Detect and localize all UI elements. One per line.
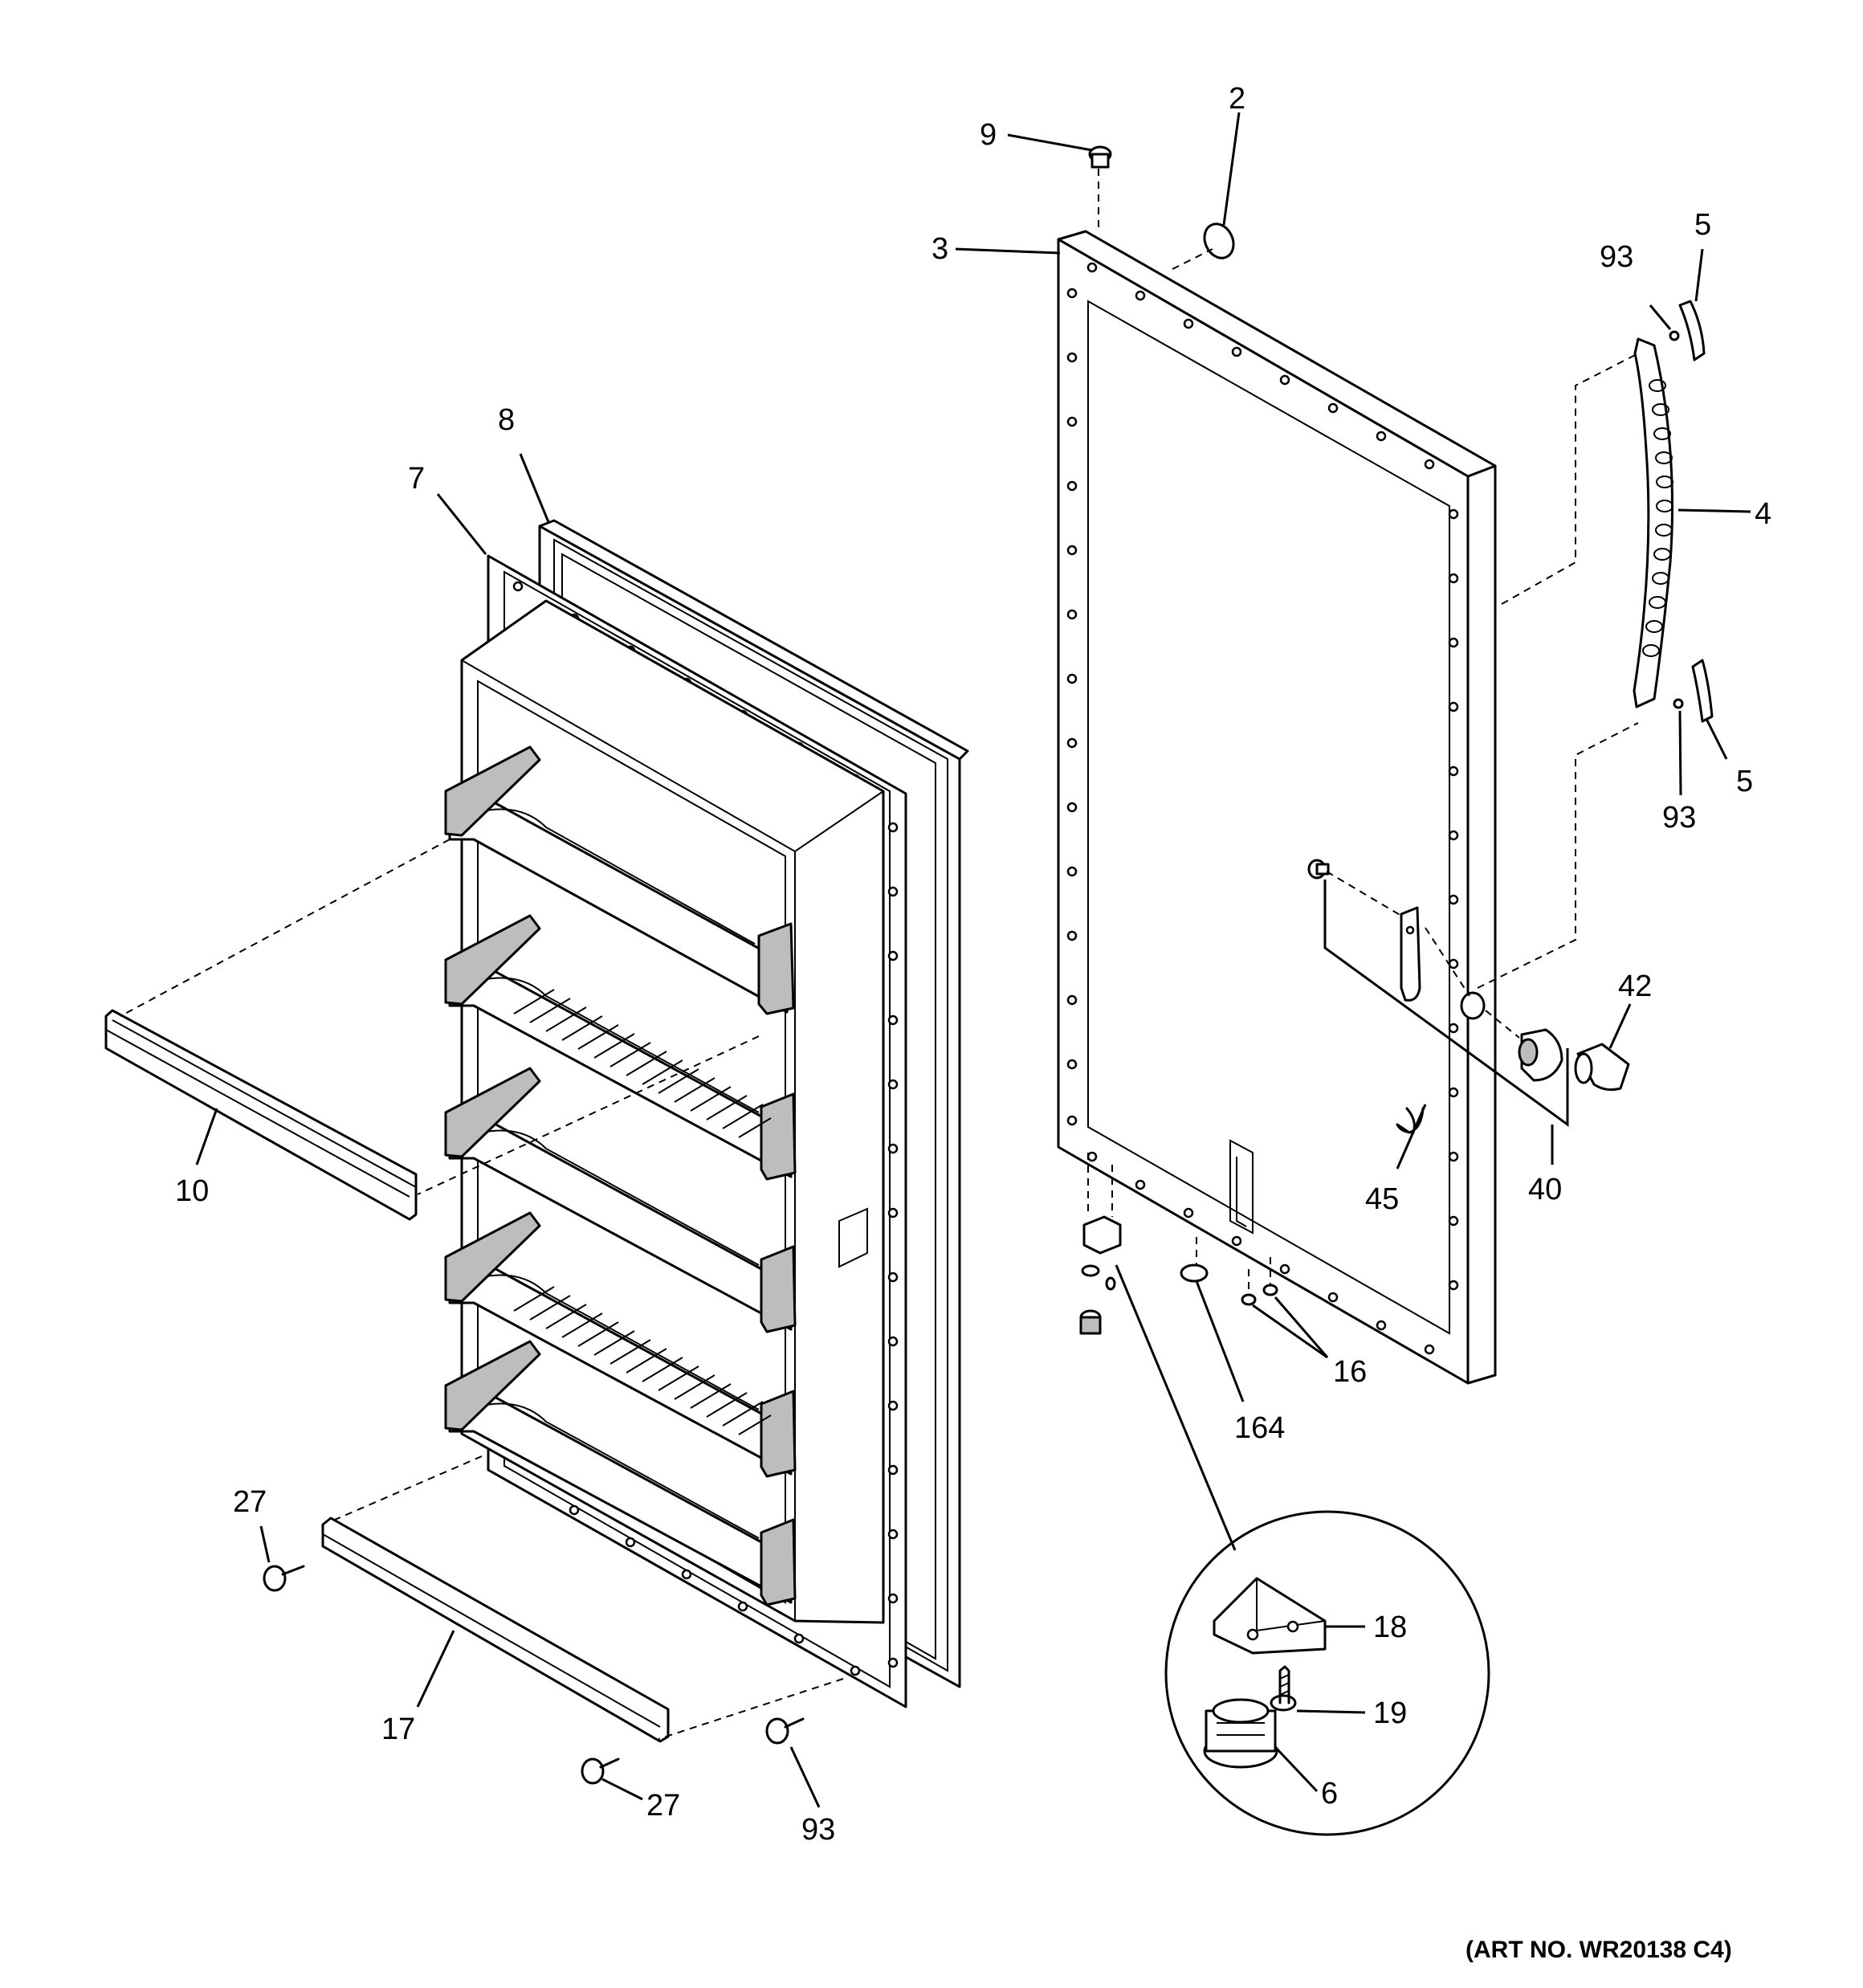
shelf-rail-top — [104, 1009, 418, 1221]
callout-93-left: 93 — [801, 1813, 835, 1847]
art-number: (ART NO. WR20138 C4) — [1466, 1937, 1732, 1963]
rail-screw-left — [263, 1565, 305, 1592]
door-shelf-3 — [444, 1067, 797, 1333]
callout-17: 17 — [381, 1712, 415, 1746]
callout-18: 18 — [1373, 1610, 1407, 1644]
callout-5-bottom: 5 — [1736, 765, 1753, 798]
callout-9: 9 — [980, 118, 997, 152]
callout-42: 42 — [1618, 970, 1652, 1003]
hinge-shim — [1180, 1263, 1209, 1283]
hinge-detail-inset — [1164, 1510, 1490, 1836]
gasket-screw — [765, 1717, 805, 1745]
washers — [1241, 1284, 1278, 1306]
leader-lines — [195, 112, 1751, 1808]
outer-door-panel — [1057, 230, 1497, 1385]
handle-screw-top — [1669, 330, 1680, 341]
assembly-dashed-lines — [120, 169, 1639, 1740]
panel-screw-holes — [1066, 262, 1459, 1355]
door-shelf-2 — [444, 914, 797, 1181]
door-shelf-1 — [444, 745, 795, 1015]
handle-end-cap-top — [1678, 300, 1706, 361]
lock-assembly — [1307, 859, 1563, 1082]
rail-screw-right — [581, 1757, 620, 1785]
hinge-pin-bushing — [1203, 1698, 1278, 1769]
callout-10: 10 — [175, 1174, 209, 1208]
callout-8: 8 — [498, 403, 515, 437]
callout-93-top: 93 — [1600, 240, 1633, 274]
shelf-rail-bottom — [321, 1517, 670, 1743]
door-shelf-5 — [444, 1340, 797, 1606]
hinge-bracket — [1213, 1577, 1327, 1655]
callout-labels: 2 3 4 5 5 93 93 9 8 7 10 17 27 27 93 164… — [175, 82, 1771, 1847]
hole-plug — [1203, 222, 1235, 259]
callout-164: 164 — [1234, 1411, 1285, 1445]
shelf-ribs-2 — [513, 989, 772, 1138]
callout-16: 16 — [1333, 1355, 1367, 1389]
hinge-screw — [1270, 1665, 1297, 1712]
lock-key — [1574, 1043, 1630, 1092]
callout-7: 7 — [408, 462, 425, 496]
callout-45: 45 — [1365, 1182, 1399, 1216]
inner-door-liner — [444, 599, 885, 1624]
door-handle — [1633, 337, 1673, 708]
handle-screw-bottom — [1673, 698, 1684, 709]
callout-6: 6 — [1321, 1777, 1338, 1810]
callout-93-bottom: 93 — [1662, 801, 1696, 835]
handle-end-cap-bottom — [1691, 659, 1714, 723]
callout-5-top: 5 — [1694, 208, 1711, 242]
callout-27-right: 27 — [646, 1789, 680, 1823]
callout-2: 2 — [1229, 82, 1245, 116]
door-shelf-4 — [444, 1211, 797, 1478]
handle-grip-ridges — [1642, 379, 1673, 657]
callout-40: 40 — [1528, 1173, 1562, 1206]
callout-3: 3 — [932, 232, 948, 266]
strike-clip — [1396, 1107, 1425, 1134]
shelf-ribs-4 — [513, 1286, 772, 1435]
callout-4: 4 — [1755, 497, 1771, 531]
hinge-pin-top — [1088, 145, 1112, 169]
callout-19: 19 — [1373, 1696, 1407, 1730]
bottom-hinge-small — [1079, 1215, 1122, 1335]
callout-27-left: 27 — [233, 1485, 267, 1519]
